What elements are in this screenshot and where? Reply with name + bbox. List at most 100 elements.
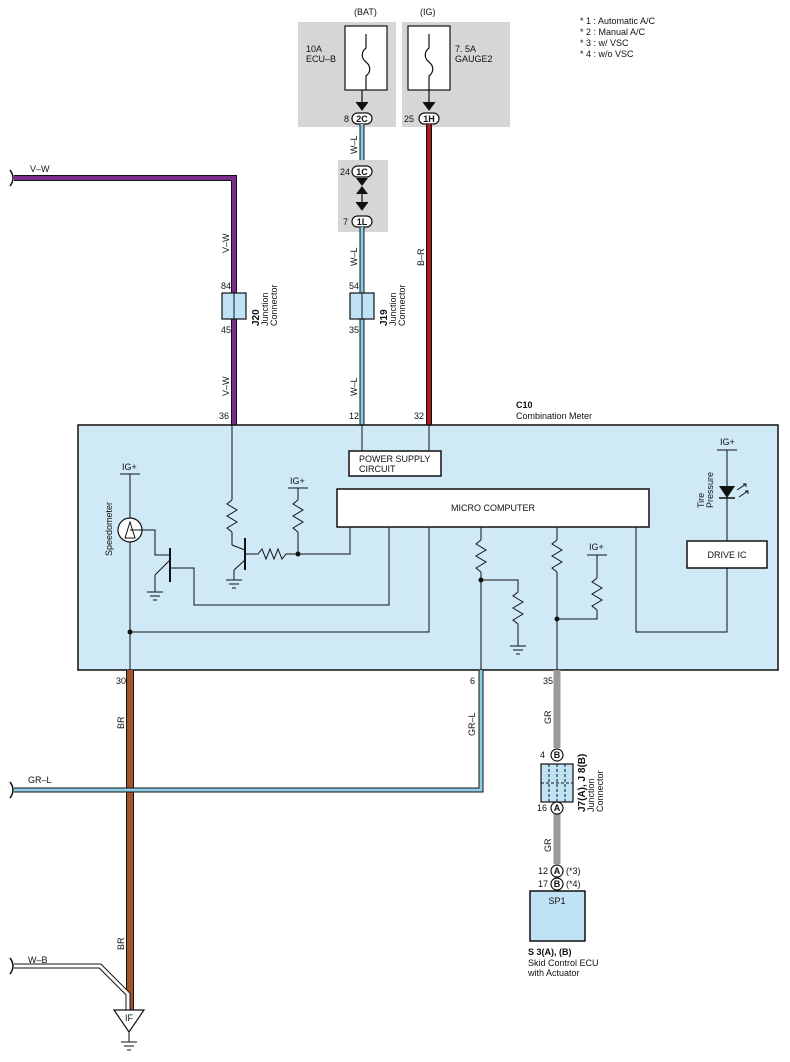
note-2: * 2 : Manual A/C bbox=[580, 27, 646, 37]
power-supply-label-2: CIRCUIT bbox=[359, 464, 396, 474]
wire-grl-label-2: GR–L bbox=[467, 712, 477, 736]
ground-if: IF bbox=[112, 1009, 146, 1051]
wire-vw-label-1: V–W bbox=[30, 164, 50, 174]
ig-plus-label-4: IG+ bbox=[720, 437, 735, 447]
connector-1l-label: 1L bbox=[357, 217, 368, 227]
meter-id: C10 bbox=[516, 400, 533, 410]
micro-computer-label: MICRO COMPUTER bbox=[451, 503, 535, 513]
wire-wb-break bbox=[9, 957, 14, 975]
junction-j20-pin-top: 84 bbox=[221, 281, 231, 291]
meter-pin-32: 32 bbox=[414, 411, 424, 421]
ecu-name-2: with Actuator bbox=[527, 968, 580, 978]
junction-j7-j8: B 4 A 16 J7(A), J 8(B) Junction Connecto… bbox=[537, 748, 605, 815]
wire-vw: V–W V–W V–W bbox=[9, 164, 237, 425]
junction-j7-j8-pin-top-letter: B bbox=[554, 750, 561, 760]
wire-vw-label-3: V–W bbox=[221, 376, 231, 396]
ecu-pin-b-note: (*4) bbox=[566, 879, 581, 889]
ecu-sp1-label: SP1 bbox=[548, 896, 565, 906]
ecu-sp1-box bbox=[529, 890, 586, 942]
skid-control-ecu: A 12 (*3) B 17 (*4) SP1 S 3(A), (B) Skid… bbox=[527, 864, 599, 978]
power-supply-label-1: POWER SUPPLY bbox=[359, 454, 430, 464]
junction-j20-label2: Connector bbox=[269, 284, 279, 326]
ecu-name-1: Skid Control ECU bbox=[528, 958, 599, 968]
wire-br-red-label: B–R bbox=[416, 248, 426, 266]
wire-br-red: B–R bbox=[416, 124, 432, 425]
ecu-pin-a-letter: A bbox=[554, 866, 561, 876]
connector-1c bbox=[351, 165, 373, 178]
junction-j20-label1: Junction bbox=[260, 292, 270, 326]
wire-gr-label-2: GR bbox=[543, 838, 553, 852]
power-supply-circuit bbox=[348, 450, 442, 477]
ig-plus-label-3: IG+ bbox=[589, 542, 604, 552]
ecu-pin-a-note: (*3) bbox=[566, 866, 581, 876]
ground-if-label: IF bbox=[125, 1013, 134, 1023]
ig-plus-label-1: IG+ bbox=[122, 462, 137, 472]
drive-ic-label: DRIVE IC bbox=[707, 550, 747, 560]
notes-legend: * 1 : Automatic A/C * 2 : Manual A/C * 3… bbox=[580, 16, 656, 59]
fuse-bat-icon bbox=[361, 34, 371, 90]
junction-j19-id: J19 bbox=[379, 309, 390, 326]
fuse-bat-pin: 8 bbox=[344, 114, 349, 124]
meter-pin-30: 30 bbox=[116, 676, 126, 686]
junction-j7-j8-pin-bottom: 16 bbox=[537, 803, 547, 813]
junction-j20: 84 45 J20 Junction Connector bbox=[221, 281, 279, 335]
junction-j19-pin-bottom: 35 bbox=[349, 325, 359, 335]
wire-gr-label-1: GR bbox=[543, 710, 553, 724]
wire-wb-label: W–B bbox=[28, 955, 48, 965]
junction-j19-label1: Junction bbox=[388, 292, 398, 326]
wire-gr: GR GR bbox=[543, 670, 561, 864]
fuse-ig-icon bbox=[424, 34, 434, 90]
tire-label-2: Pressure bbox=[705, 472, 715, 508]
connector-2c-label: 2C bbox=[356, 114, 368, 124]
fuse-ig-amp: 7. 5A bbox=[455, 44, 476, 54]
wire-vw-label-2: V–W bbox=[221, 233, 231, 253]
meter-pin-6: 6 bbox=[470, 676, 475, 686]
junction-j7-j8-pin-top: 4 bbox=[540, 750, 545, 760]
fuse-ig-pin: 25 bbox=[404, 114, 414, 124]
inline-connectors: 1C 24 1L 7 bbox=[338, 160, 388, 232]
vw-transistor-circuit: IG+ bbox=[226, 425, 351, 589]
connector-1h-label: 1H bbox=[423, 114, 435, 124]
ecu-id: S 3(A), (B) bbox=[528, 947, 572, 957]
note-1: * 1 : Automatic A/C bbox=[580, 16, 656, 26]
gr-internal-circuit: IG+ bbox=[551, 527, 607, 670]
junction-j7-j8-id: J7(A), J 8(B) bbox=[577, 754, 588, 812]
junction-j7-j8-pin-bottom-letter: A bbox=[554, 803, 561, 813]
wire-wl-label-1: W–L bbox=[349, 135, 359, 154]
wire-wl-lower: W–L W–L bbox=[349, 227, 365, 425]
fuse-ig-source: (IG) bbox=[420, 7, 436, 17]
wire-wl: W–L bbox=[349, 124, 365, 165]
speedometer-label: Speedometer bbox=[104, 502, 114, 556]
note-3: * 3 : w/ VSC bbox=[580, 38, 629, 48]
junction-j19-pin-top: 54 bbox=[349, 281, 359, 291]
fuse-bat-source: (BAT) bbox=[354, 7, 377, 17]
tire-pressure-led-icon bbox=[719, 486, 735, 498]
tire-pressure-circuit: IG+ Tire Pressure DRIVE IC bbox=[635, 437, 768, 633]
meter-pin-12: 12 bbox=[349, 411, 359, 421]
wire-wl-label-3: W–L bbox=[349, 377, 359, 396]
wire-wb: W–B bbox=[9, 955, 131, 1010]
fuse-bat-name: ECU–B bbox=[306, 54, 336, 64]
junction-j7-j8-label2: Connector bbox=[595, 770, 605, 812]
wire-grl: GR–L GR–L bbox=[9, 670, 484, 799]
connector-1l-pin: 7 bbox=[343, 217, 348, 227]
junction-j19: 54 35 J19 Junction Connector bbox=[349, 281, 407, 335]
ecu-pin-b-letter: B bbox=[554, 879, 561, 889]
wire-br-label-1: BR bbox=[116, 716, 126, 729]
wire-vw-break bbox=[9, 169, 14, 187]
tire-label-1: Tire bbox=[696, 493, 706, 508]
micro-computer bbox=[336, 488, 650, 528]
ecu-pin-a-num: 12 bbox=[538, 866, 548, 876]
fuse-bat-amp: 10A bbox=[306, 44, 322, 54]
meter-pin-36: 36 bbox=[219, 411, 229, 421]
wire-grl-break bbox=[9, 781, 14, 799]
junction-j19-label2: Connector bbox=[397, 284, 407, 326]
fuse-ig-name: GAUGE2 bbox=[455, 54, 493, 64]
speedometer-circuit: IG+ Speedometer bbox=[104, 462, 430, 670]
grl-internal-circuit bbox=[475, 527, 526, 670]
note-4: * 4 : w/o VSC bbox=[580, 49, 634, 59]
wire-wl-label-2: W–L bbox=[349, 247, 359, 266]
meter-pin-35: 35 bbox=[543, 676, 553, 686]
wire-br-label-2: BR bbox=[116, 937, 126, 950]
